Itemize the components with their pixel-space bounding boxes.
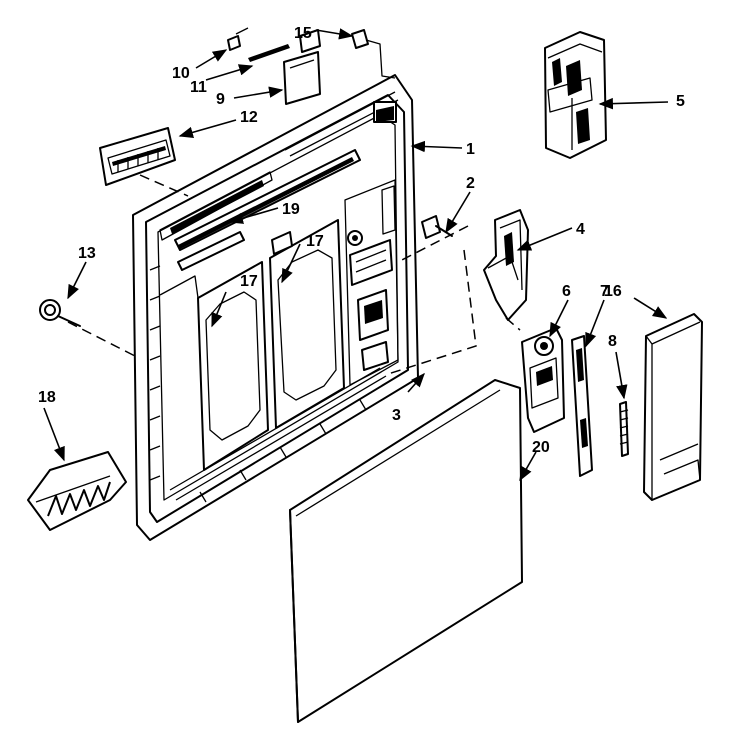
callout-10: 10 <box>172 65 190 82</box>
callout-5: 5 <box>676 93 685 110</box>
assembly-lines <box>67 174 521 375</box>
rod-11 <box>248 44 290 62</box>
callout-13: 13 <box>78 245 96 262</box>
callout-12: 12 <box>240 109 258 126</box>
leader-lines <box>43 28 669 482</box>
switch-bracket <box>521 327 565 433</box>
callout-7: 7 <box>600 283 609 300</box>
vent-bracket <box>99 127 176 186</box>
callout-20: 20 <box>532 439 550 456</box>
callout-2: 2 <box>466 175 475 192</box>
link-bar <box>571 335 593 477</box>
screw-10 <box>227 27 249 51</box>
callout-19: 19 <box>282 201 300 218</box>
callout-17-left: 17 <box>240 273 258 290</box>
callout-3: 3 <box>392 407 401 424</box>
side-cover <box>643 313 703 501</box>
callout-18: 18 <box>38 389 56 406</box>
screw-2 <box>421 215 453 239</box>
callout-8: 8 <box>608 333 617 350</box>
callout-6: 6 <box>562 283 571 300</box>
callout-4: 4 <box>576 221 585 238</box>
screw-15 <box>351 29 396 79</box>
callout-15: 15 <box>294 25 312 42</box>
spring <box>619 401 629 457</box>
callout-1: 1 <box>466 141 475 158</box>
latch-housing <box>544 31 607 159</box>
small-cover <box>283 29 321 105</box>
callout-17-right: 17 <box>306 233 324 250</box>
handle-trim <box>27 451 127 531</box>
latch-lever <box>483 209 529 321</box>
callout-11: 11 <box>190 79 207 96</box>
knob <box>39 299 81 327</box>
callout-labels: 1 2 3 4 5 6 7 8 9 10 11 12 13 15 16 17 1… <box>38 25 685 456</box>
callout-16: 16 <box>604 283 622 300</box>
outer-door-panel <box>289 379 523 723</box>
callout-9: 9 <box>216 91 225 108</box>
